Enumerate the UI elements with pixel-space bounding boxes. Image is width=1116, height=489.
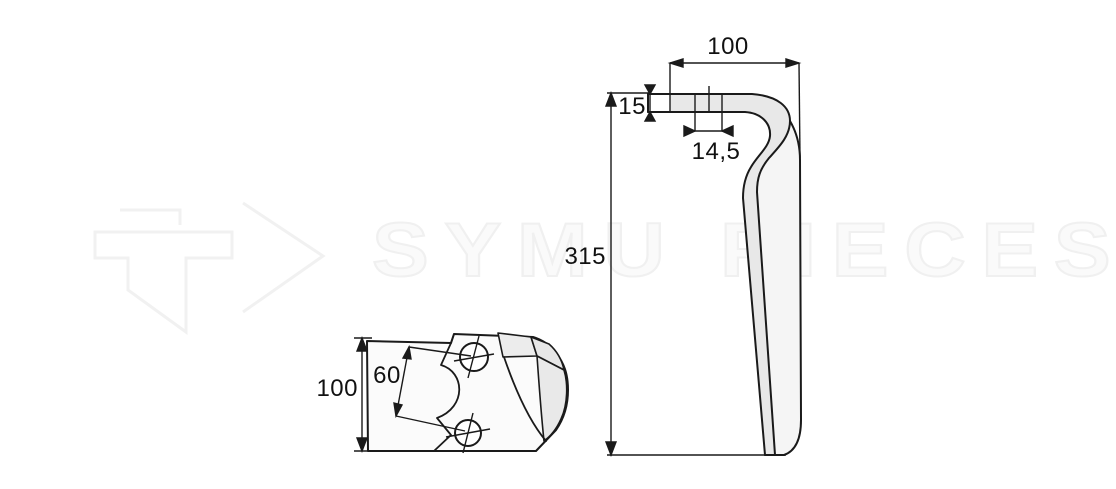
dim-100-top <box>667 58 802 159</box>
arrowhead <box>643 110 657 122</box>
hole-centerline <box>445 428 491 438</box>
tine-strip-edge <box>756 120 791 456</box>
tine-outer-contour <box>647 93 802 456</box>
arrowhead <box>355 336 369 352</box>
dim-label-total-height: 315 <box>564 243 606 270</box>
arrowhead <box>785 58 802 68</box>
dim-label-top-width: 100 <box>707 33 749 60</box>
dim-label-hole-width: 14,5 <box>691 138 741 165</box>
dim-label-head-height: 100 <box>316 375 358 402</box>
head-facet-right-band <box>536 355 568 442</box>
tine-inner-contour <box>647 111 772 456</box>
arrowhead <box>604 441 618 457</box>
tine-face-fill <box>757 121 801 455</box>
head-face-boundary <box>503 356 547 442</box>
watermark-text: SYMU PIECES <box>371 207 1116 294</box>
tine-strip-fill <box>670 94 790 455</box>
head-notch-contour <box>433 342 461 452</box>
arrowhead <box>393 402 404 419</box>
front-view <box>604 58 802 457</box>
watermark-logo-icon <box>93 201 326 335</box>
bolt-hole-top <box>453 335 495 379</box>
side-view <box>354 332 569 454</box>
arrowhead <box>643 84 657 96</box>
dim-315 <box>604 91 786 457</box>
arrowhead <box>683 124 697 138</box>
dim-100-side <box>354 336 372 453</box>
arrowhead <box>720 124 734 138</box>
bolt-hole-bottom <box>445 412 491 454</box>
hole-centerline <box>453 353 495 362</box>
dim-60 <box>393 344 472 432</box>
arrowhead <box>355 437 369 453</box>
dim-label-hole-spacing: 60 <box>373 362 401 389</box>
arrowhead <box>604 91 618 107</box>
dim-label-bar-thickness: 15 <box>618 93 646 120</box>
dim-14-5 <box>683 124 734 138</box>
arrowhead <box>667 58 684 68</box>
arrowhead <box>401 344 412 360</box>
dim-15 <box>643 84 657 122</box>
